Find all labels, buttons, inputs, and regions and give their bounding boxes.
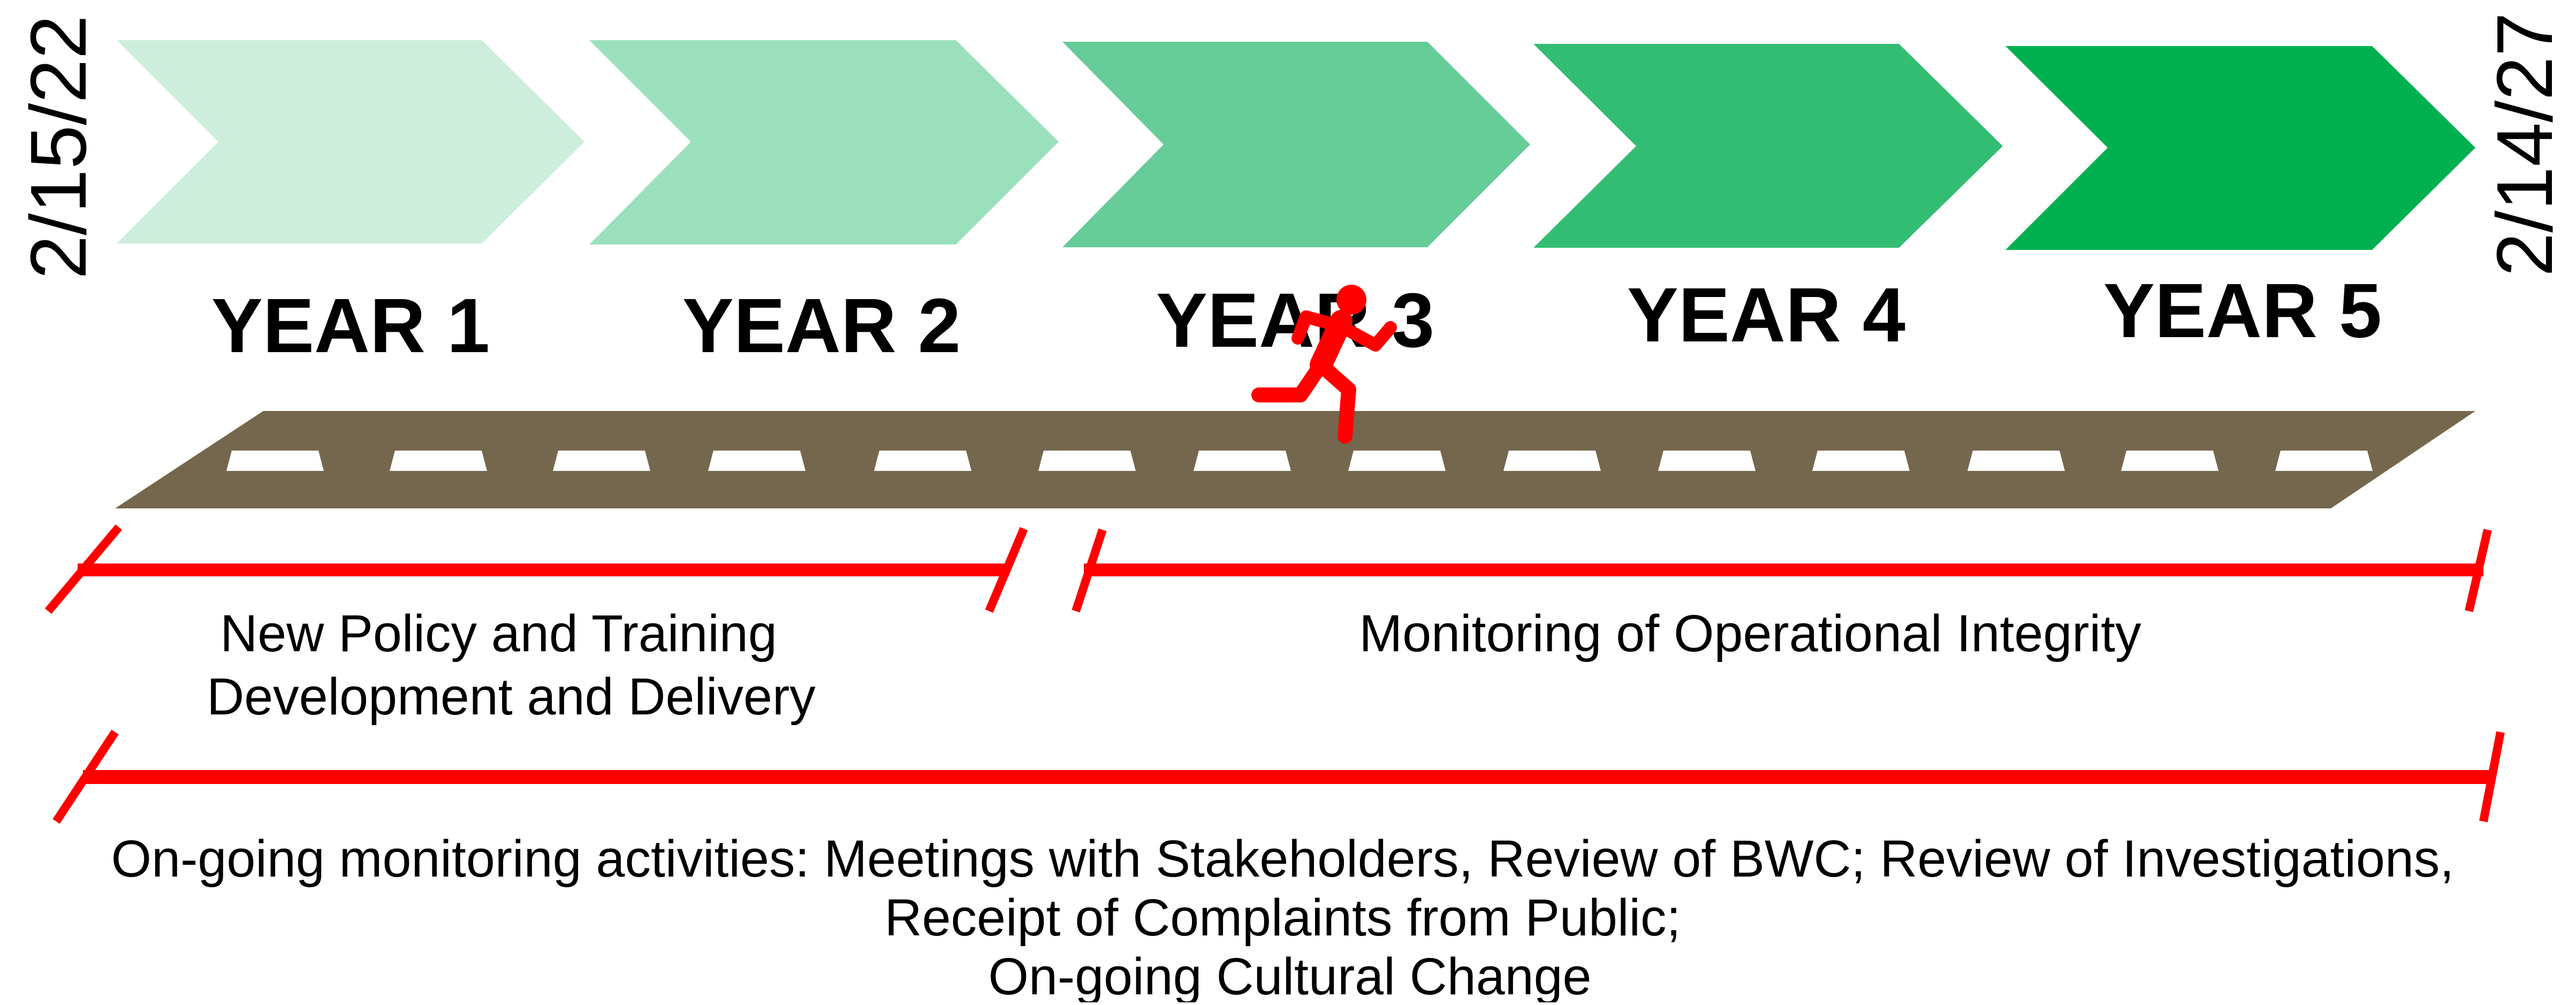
phase-1-label: New Policy and Training Development and … [207, 604, 816, 726]
chevron-year-5 [2005, 46, 2475, 250]
road-dash [2121, 451, 2218, 471]
ongoing-line-3: On-going Cultural Change [989, 947, 1592, 1002]
road-dash [226, 451, 324, 471]
phase-2-bracket [1072, 528, 2492, 613]
road-dash [1194, 451, 1291, 471]
road-dash [1658, 451, 1756, 471]
road-dash [1503, 451, 1601, 471]
road-dash [708, 451, 806, 471]
road-dash [1812, 451, 1910, 471]
ongoing-line-2: Receipt of Complaints from Public; [885, 888, 1681, 947]
year-5-label: YEAR 5 [2103, 268, 2382, 354]
road [115, 411, 2475, 508]
phase-1-line-1: New Policy and Training [220, 604, 777, 663]
phase-1-line-2: Development and Delivery [207, 667, 816, 726]
road-dash [553, 451, 650, 471]
road-dash [2275, 451, 2373, 471]
phase-2-label: Monitoring of Operational Integrity [1359, 604, 2141, 663]
road-dash [1348, 451, 1446, 471]
running-person-icon [1251, 285, 1397, 444]
ongoing-bracket [52, 729, 2505, 824]
road-dash [390, 451, 487, 471]
year-1-label: YEAR 1 [211, 283, 490, 369]
chevron-year-3 [1062, 42, 1530, 247]
road-dash [874, 451, 971, 471]
phase-2-line-1: Monitoring of Operational Integrity [1359, 604, 2141, 663]
chevron-year-2 [589, 40, 1059, 245]
year-4-label: YEAR 4 [1627, 272, 1905, 358]
road-dashes [226, 451, 2373, 471]
year-chevrons [117, 40, 2475, 250]
chevron-year-1 [117, 40, 584, 243]
ongoing-line-1: On-going monitoring activities: Meetings… [111, 829, 2455, 888]
end-date-label: 2/14/27 [2481, 12, 2569, 277]
start-date-label: 2/15/22 [14, 15, 103, 279]
road-dash [1967, 451, 2065, 471]
year-3-label: YEAR 3 [1156, 277, 1434, 363]
year-labels: YEAR 1 YEAR 2 YEAR 3 YEAR 4 YEAR 5 [211, 268, 2382, 369]
road-dash [1038, 451, 1136, 471]
ongoing-label: On-going monitoring activities: Meetings… [111, 829, 2469, 1002]
chevron-year-4 [1533, 44, 2003, 248]
phase-1-bracket [44, 524, 1028, 614]
year-2-label: YEAR 2 [682, 283, 961, 369]
road-surface [115, 411, 2475, 508]
